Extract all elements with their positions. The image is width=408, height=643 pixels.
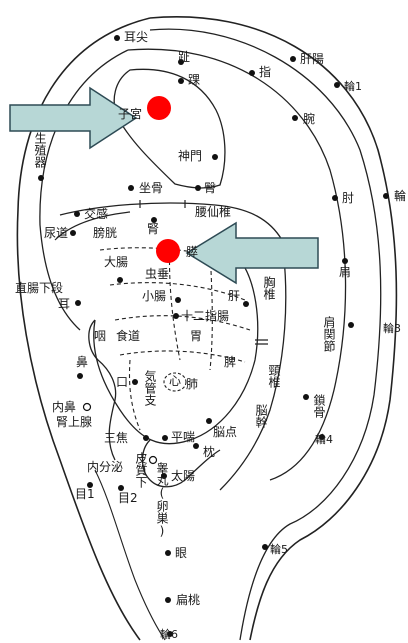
label-zigong: 子宮 — [118, 108, 142, 121]
label-jingzhui: 頸椎 — [267, 364, 280, 388]
label-pi: 脾 — [224, 356, 236, 369]
label-shen: 腎 — [147, 223, 159, 236]
arrow-left — [187, 223, 318, 283]
label-shenshangxian: 腎上腺 — [56, 416, 92, 429]
label-niaodao: 尿道 — [44, 227, 68, 240]
label-zhi-toe: 趾 — [178, 51, 190, 64]
label-zuogu: 坐骨 — [139, 182, 163, 195]
label-zhichangxiaduan: 直腸下段 — [15, 282, 63, 295]
label-yi: 膵 — [186, 246, 198, 259]
highlight-zigong-dot — [147, 96, 171, 120]
label-pizhixia: 皮質下 — [134, 452, 147, 488]
label-lun4: 輪4 — [315, 433, 333, 446]
label-pangguang: 膀胱 — [93, 227, 117, 240]
label-jian: 肩 — [339, 266, 351, 279]
label-yaoxianzhui: 腰仙椎 — [195, 206, 231, 219]
label-lun2: 輪 — [394, 190, 406, 203]
label-huai: 踝 — [188, 74, 200, 87]
label-xin: 心 — [169, 375, 181, 388]
label-shengzhiqi: 生殖器 — [33, 132, 46, 168]
label-shenmen: 神門 — [178, 150, 202, 163]
label-biantao: 扁桃 — [176, 594, 200, 607]
label-naodian: 脳点 — [213, 426, 237, 439]
label-bi: 鼻 — [76, 356, 88, 369]
label-kou: 口 — [116, 376, 128, 389]
label-jianguanjie: 肩関節 — [322, 316, 335, 352]
label-neibi: 内鼻 — [52, 401, 76, 414]
label-lun3: 輪3 — [383, 322, 401, 335]
highlight-yi-dot — [156, 239, 180, 263]
label-fei: 肺 — [186, 378, 198, 391]
label-mu1: 目1 — [75, 488, 95, 501]
label-gaowan: 睾丸(卵巣) — [155, 462, 168, 538]
label-shidao: 食道 — [116, 330, 140, 343]
label-dachang: 大腸 — [104, 256, 128, 269]
label-shierzhichang: 十二指腸 — [181, 310, 229, 323]
label-ganyang: 肝陽 — [300, 53, 324, 66]
label-wan: 腕 — [303, 113, 315, 126]
label-qiguanzhi: 気管支 — [143, 370, 156, 406]
label-yan-eye: 眼 — [175, 547, 187, 560]
label-chuichui: 虫垂 — [145, 268, 169, 281]
label-wei: 胃 — [190, 330, 202, 343]
label-lun5: 輪5 — [270, 543, 288, 556]
label-gan: 肝 — [228, 290, 240, 303]
label-neifenmi: 内分泌 — [87, 461, 123, 474]
label-xiaochang: 小腸 — [142, 290, 166, 303]
label-zhou: 肘 — [342, 192, 354, 205]
label-er: 耳 — [58, 298, 70, 311]
label-pingchuan: 平喘 — [171, 431, 195, 444]
label-suogu: 鎖骨 — [312, 394, 325, 418]
label-yan: 咽 — [94, 330, 106, 343]
label-lun1: 輪1 — [344, 80, 362, 93]
label-xiongzhui: 胸椎 — [262, 276, 275, 300]
label-mu2: 目2 — [118, 492, 138, 505]
label-naigan: 脳幹 — [254, 404, 267, 428]
label-jiaogan: 交感 — [84, 208, 108, 221]
label-sanjiao: 三焦 — [104, 432, 128, 445]
label-taiyang: 太陽 — [171, 470, 195, 483]
label-erjian: 耳尖 — [124, 31, 148, 44]
label-zhi-finger: 指 — [259, 66, 271, 79]
label-zhen: 枕 — [203, 446, 215, 459]
label-tun: 臀 — [204, 182, 216, 195]
label-lun6: 輪6 — [160, 628, 178, 641]
